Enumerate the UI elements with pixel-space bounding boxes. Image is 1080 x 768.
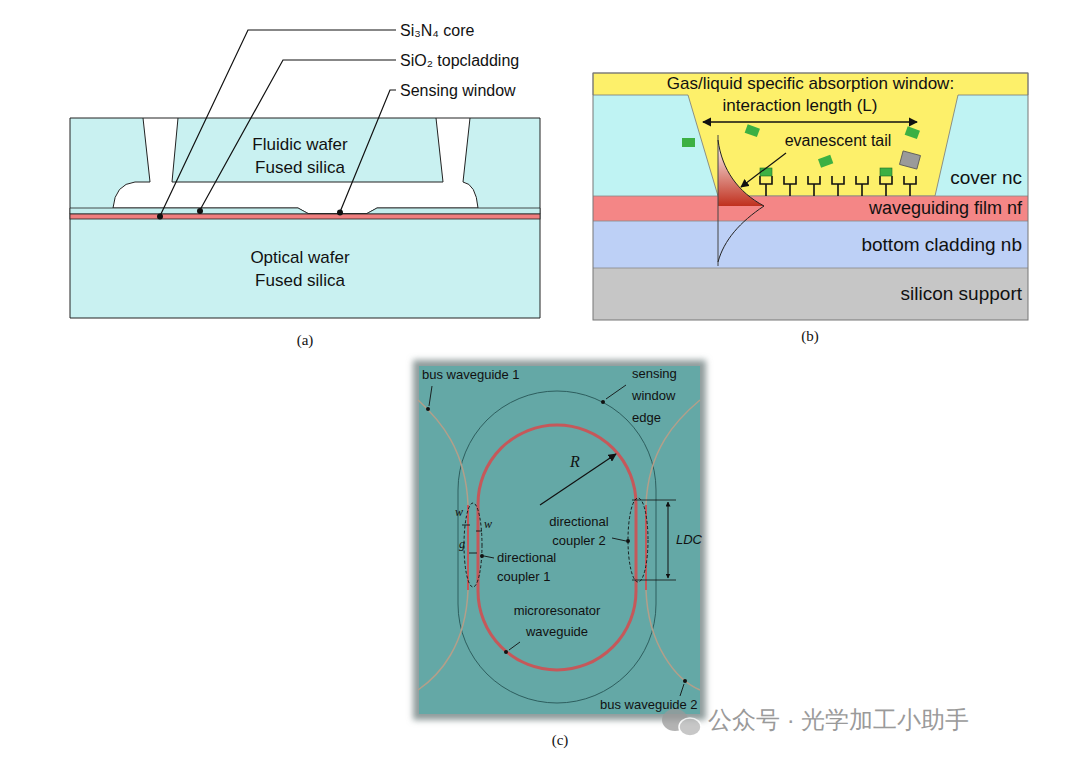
wafer-stack <box>70 118 540 318</box>
node-text: silicon support <box>901 283 1022 305</box>
leader-dot <box>626 539 630 543</box>
absorption-window <box>593 73 1028 196</box>
length-arrow <box>703 121 917 122</box>
leader-dot <box>504 650 508 654</box>
leader-dot <box>426 407 430 411</box>
microresonator-layout <box>413 360 706 720</box>
leader-line <box>160 30 396 216</box>
field-callout: evanescent tail <box>785 131 892 150</box>
topcladding-layer <box>70 208 540 214</box>
cover-fill <box>593 73 1028 320</box>
leader-dot <box>683 679 687 683</box>
coupler-callout: directional coupler 1 <box>497 548 583 586</box>
panel-caption: (c) <box>552 731 569 749</box>
film-layer: waveguiding film nf <box>593 196 1028 221</box>
molecule <box>682 138 695 147</box>
gap-label: g <box>459 537 465 551</box>
image-shadow <box>413 360 706 720</box>
resonator-callout: microresonator waveguide <box>502 600 612 642</box>
leader-dot <box>601 400 605 404</box>
node-text: Fluidic wafer Fused silica <box>240 133 360 179</box>
bound-molecule <box>880 168 892 176</box>
window-callout: sensing window edge <box>632 363 682 429</box>
callout-arrow <box>741 153 786 187</box>
evanescent-field <box>718 140 764 206</box>
width-label: w <box>484 517 492 531</box>
node-text: bottom cladding nb <box>861 234 1022 256</box>
leader-dot <box>197 208 203 214</box>
length-label: LDC <box>676 532 702 548</box>
dimension-tick <box>632 500 676 580</box>
receptor <box>760 176 916 196</box>
cross-section <box>70 30 540 318</box>
ring-waveguide <box>478 425 636 670</box>
dimension-arrow <box>668 502 669 578</box>
node-text: cover nc <box>950 167 1022 189</box>
cladding-layer: bottom cladding nb <box>593 221 1028 268</box>
coupler-section <box>468 505 646 590</box>
bus-waveguide <box>418 400 468 690</box>
field-axis <box>718 135 719 266</box>
panel-frame <box>593 73 1028 320</box>
node-text: waveguiding film nf <box>869 198 1022 219</box>
dimension-label: interaction length (L) <box>723 96 878 116</box>
layer-boundary <box>593 196 1028 268</box>
layer-callout: Sensing window <box>400 81 516 100</box>
coupler-outline <box>464 503 482 587</box>
window-edge <box>458 391 656 703</box>
node-text: Optical wafer Fused silica <box>240 246 360 292</box>
interferent <box>899 151 920 169</box>
support-layer: silicon support <box>593 268 1028 320</box>
core-layer <box>70 214 540 219</box>
radius-label: R <box>570 452 580 471</box>
waveguide-callout: bus waveguide 2 <box>600 697 698 713</box>
layer-callout: Si₃N₄ core <box>400 21 474 40</box>
coupler-callout: directional coupler 2 <box>536 512 622 550</box>
molecule <box>818 155 833 168</box>
wafer-label: Optical wafer Fused silica <box>240 246 360 292</box>
leader-dot <box>480 554 484 558</box>
panel-caption: (a) <box>297 331 314 349</box>
leader-dot <box>157 214 163 220</box>
waveguide-callout: bus waveguide 1 <box>422 367 520 383</box>
molecule <box>905 126 920 139</box>
sensing-principle <box>593 73 1028 320</box>
film-fill <box>593 196 1028 221</box>
width-label: w <box>455 505 463 519</box>
layer-callout: SiO₂ topcladding <box>400 51 519 70</box>
dimension-mark <box>462 525 482 553</box>
node-text: Gas/liquid specific absorption window: <box>667 74 954 94</box>
watermark-icon <box>662 709 701 736</box>
molecule <box>745 124 760 137</box>
absorption-window-band: Gas/liquid specific absorption window: <box>593 73 1028 95</box>
wafer-outline <box>70 118 540 318</box>
field-profile <box>718 140 764 262</box>
cladding-fill <box>593 221 1028 268</box>
leader-dot <box>337 210 343 216</box>
wafer-label: Fluidic wafer Fused silica <box>240 133 360 179</box>
watermark: 公众号 · 光学加工小助手 <box>708 706 969 735</box>
panel-caption: (b) <box>801 327 819 345</box>
support-fill <box>593 268 1028 320</box>
coupler-outline <box>628 498 648 582</box>
leader-line <box>429 385 684 696</box>
